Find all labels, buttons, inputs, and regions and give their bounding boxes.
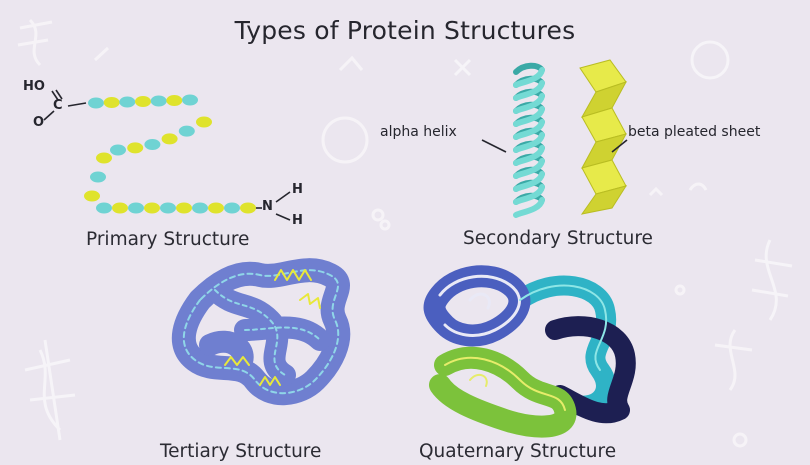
amino-acid-bead: [196, 117, 212, 128]
label-alpha-helix: alpha helix: [380, 124, 457, 140]
amino-acid-bead: [90, 172, 106, 183]
caption-tertiary-structure: Tertiary Structure: [160, 441, 321, 462]
amino-acid-bead: [166, 95, 182, 106]
carboxyl-ho-label: HO: [23, 79, 45, 94]
amino-acid-bead: [96, 203, 112, 214]
amino-acid-bead: [127, 142, 143, 153]
amine-n-label: N: [262, 199, 273, 214]
amino-acid-bead: [144, 203, 160, 214]
label-beta-pleated-sheet: beta pleated sheet: [628, 124, 760, 140]
amino-acid-bead: [96, 153, 112, 164]
amino-acid-bead: [104, 97, 120, 108]
amino-acid-bead: [224, 203, 240, 214]
amino-acid-bead: [208, 203, 224, 214]
amine-h-label-bottom: H: [292, 213, 303, 228]
caption-secondary-structure: Secondary Structure: [463, 228, 653, 249]
caption-primary-structure: Primary Structure: [86, 229, 249, 250]
amino-acid-bead: [240, 203, 256, 214]
amino-acid-bead: [88, 98, 104, 109]
amino-acid-bead: [192, 203, 208, 214]
carboxyl-c-label: C: [53, 98, 63, 113]
amino-acid-bead: [160, 203, 176, 214]
amino-acid-bead: [84, 191, 100, 202]
amino-acid-bead: [162, 133, 178, 144]
amino-acid-bead: [128, 203, 144, 214]
amino-acid-bead: [176, 203, 192, 214]
amino-acid-bead: [151, 96, 167, 107]
amine-h-label-top: H: [292, 182, 303, 197]
amino-acid-bead: [119, 97, 135, 108]
carboxyl-o-label: O: [33, 115, 44, 130]
amino-acid-bead: [110, 145, 126, 156]
amino-acid-bead: [135, 96, 151, 107]
amino-acid-bead: [112, 203, 128, 214]
caption-quaternary-structure: Quaternary Structure: [419, 441, 616, 462]
amino-acid-bead: [182, 95, 198, 106]
diagram-title: Types of Protein Structures: [0, 16, 810, 45]
amino-acid-bead: [144, 139, 160, 150]
amino-acid-bead: [179, 126, 195, 137]
